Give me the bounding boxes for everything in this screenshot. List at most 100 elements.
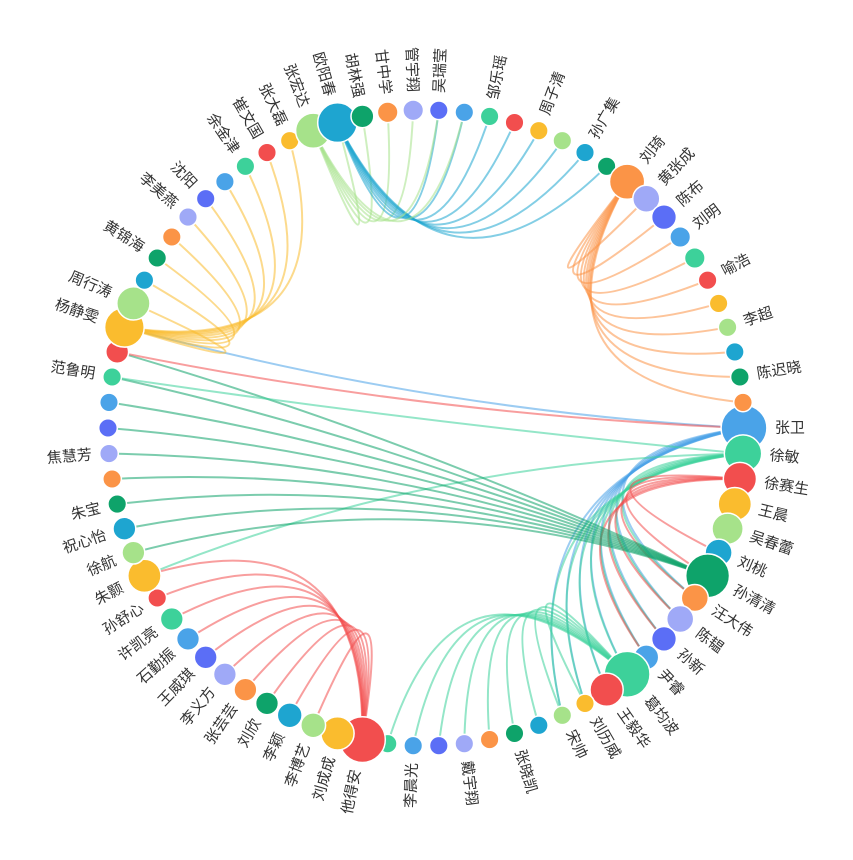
node-label-56: 胡林强 [341,51,368,99]
node-label-59: 吴瑞莹 [430,48,450,94]
node-label-4: 吴春蕾 [747,527,795,558]
link-48 [107,427,708,577]
node-48[interactable] [177,207,199,228]
node-14[interactable] [552,705,573,726]
node-label-24: 李博艺 [281,741,314,789]
node-40[interactable] [98,392,120,413]
node-27[interactable] [233,677,258,702]
node-label-26: 刘欣 [234,715,265,750]
node-26[interactable] [254,691,280,716]
node-50[interactable] [214,171,235,192]
node-34[interactable] [121,540,146,565]
node-44[interactable] [116,286,151,321]
link-33 [312,632,373,740]
node-18[interactable] [454,733,475,754]
node-75[interactable] [724,341,745,362]
node-33[interactable] [127,558,162,594]
node-55[interactable] [316,102,359,144]
node-56[interactable] [350,104,375,129]
node-60[interactable] [454,102,475,123]
node-58[interactable] [402,99,425,122]
node-70[interactable] [669,225,692,249]
link-73 [336,122,608,239]
link-8 [124,326,745,429]
node-9[interactable] [650,625,678,653]
node-41[interactable] [102,366,123,388]
node-16[interactable] [504,723,525,744]
node-74[interactable] [717,317,738,338]
node-39[interactable] [97,417,119,439]
node-17[interactable] [479,729,500,750]
node-71[interactable] [683,246,706,270]
link-87 [111,376,744,455]
node-64[interactable] [552,130,573,151]
node-label-14: 宋帅 [562,727,591,762]
node-59[interactable] [428,100,449,121]
node-label-9: 孙新 [674,645,708,678]
link-85 [590,181,744,404]
link-25 [534,605,628,716]
node-45[interactable] [134,270,155,291]
link-43 [133,518,708,577]
link-42 [144,559,364,740]
node-49[interactable] [195,188,216,209]
link-17 [144,452,744,577]
node-77[interactable] [732,392,754,413]
link-86 [117,350,745,429]
node-57[interactable] [376,101,399,124]
node-label-23: 刘成成 [309,754,339,802]
link-46 [112,475,708,577]
node-20[interactable] [403,735,424,756]
link-47 [108,452,708,577]
node-62[interactable] [504,112,525,133]
node-13[interactable] [574,693,596,714]
node-23[interactable] [320,716,355,751]
node-66[interactable] [596,156,617,177]
node-15[interactable] [528,715,549,736]
node-12[interactable] [589,672,624,708]
link-54 [124,257,236,345]
node-label-74: 李超 [741,303,775,330]
node-label-55: 欧阳春 [309,50,339,98]
node-label-33: 朱颢 [92,579,127,609]
node-label-72: 喻浩 [718,250,753,280]
node-35[interactable] [112,516,137,541]
node-52[interactable] [256,142,278,163]
node-73[interactable] [708,293,729,314]
node-7[interactable] [680,583,710,613]
node-29[interactable] [193,645,218,670]
node-36[interactable] [107,494,128,515]
link-49 [108,401,709,577]
node-label-65: 孙广集 [585,94,623,142]
node-30[interactable] [175,626,201,652]
node-51[interactable] [235,156,256,177]
link-76 [566,181,648,269]
node-72[interactable] [697,270,718,291]
node-63[interactable] [528,120,549,141]
node-31[interactable] [159,606,184,632]
node-32[interactable] [147,587,168,609]
node-28[interactable] [212,662,238,687]
node-76[interactable] [729,366,750,388]
node-46[interactable] [147,247,168,269]
node-8[interactable] [665,604,695,634]
node-label-1: 徐敏 [769,446,800,466]
node-61[interactable] [479,106,500,127]
node-19[interactable] [428,735,449,756]
link-78 [576,181,681,285]
node-24[interactable] [300,712,327,739]
node-label-70: 刘明 [689,200,724,232]
node-25[interactable] [276,702,303,729]
node-47[interactable] [161,226,182,248]
node-65[interactable] [574,142,596,163]
node-label-8: 陈韫 [692,624,727,656]
link-34 [288,628,370,740]
node-68[interactable] [632,184,661,213]
node-label-3: 王晨 [757,501,790,526]
node-69[interactable] [650,203,678,231]
node-37[interactable] [102,468,123,490]
node-label-2: 徐赛生 [763,474,810,499]
node-38[interactable] [98,443,120,464]
link-24 [544,602,628,704]
